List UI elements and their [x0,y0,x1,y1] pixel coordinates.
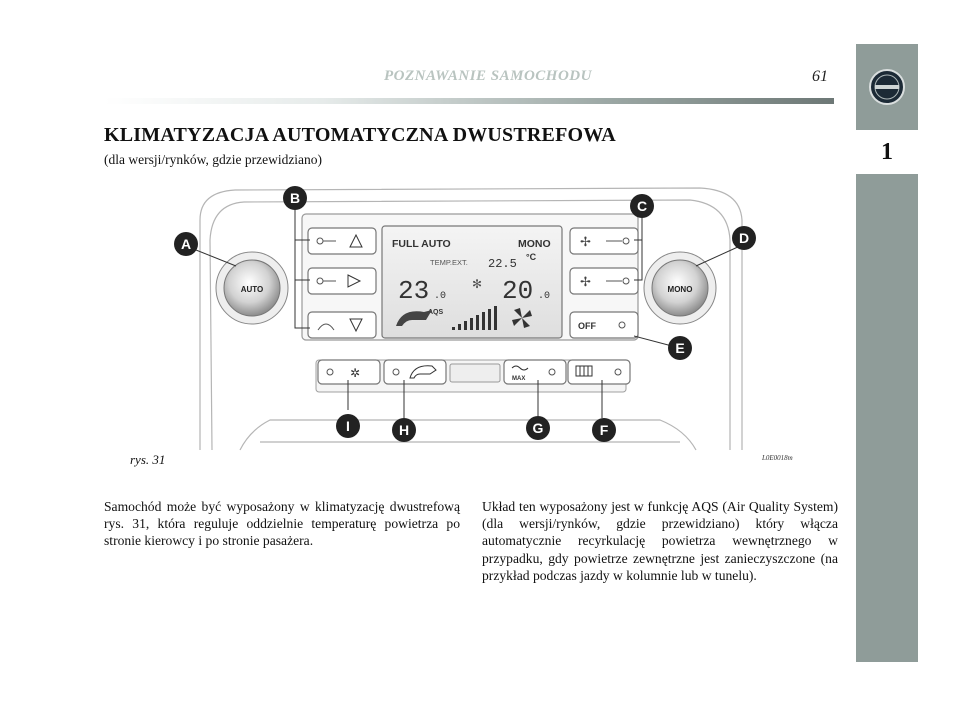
svg-text:✢: ✢ [580,235,591,250]
callout-d: D [739,230,749,246]
running-header: POZNAWANIE SAMOCHODU [384,68,592,84]
right-fan-buttons[interactable]: ✢ ✢ OFF [569,227,639,339]
max-button-label: MAX [512,376,525,382]
callout-e: E [675,340,684,356]
display-full-auto: FULL AUTO [392,238,451,250]
console-outline [199,187,743,451]
figure-code: L0E0018m [762,454,793,462]
callout-i: I [346,418,350,434]
display-aqs: AQS [428,309,444,316]
display-left-temp: 23 [398,276,429,306]
mono-knob[interactable]: MONO [643,251,717,325]
display-temp-ext-value: 22.5 [488,257,517,271]
callout-c: C [637,198,647,214]
svg-text:✢: ✢ [580,275,591,290]
auto-knob[interactable]: AUTO [215,251,289,325]
callout-b: B [290,190,300,206]
fan-speed-bars [452,306,497,330]
climate-panel-figure: FULL AUTO MONO TEMP.EXT. 22.5 °C 23 .0 ✻… [174,186,756,451]
callout-h: H [399,422,409,438]
chapter-number: 1 [856,132,918,172]
callout-badges: A B C D E F G H I [174,186,756,442]
display-right-temp: 20 [502,276,533,306]
svg-text:✲: ✲ [350,366,360,380]
page-number: 61 [812,68,828,85]
section-title: KLIMATYZACJA AUTOMATYCZNA DWUSTREFOWA [104,124,616,146]
bottom-buttons[interactable]: ✲ MAX [317,359,631,385]
fan-icon [512,308,532,328]
left-temp-buttons[interactable] [307,227,377,339]
lancia-logo-icon [856,44,918,130]
callout-a: A [181,236,191,252]
header-rule [104,98,834,104]
mono-knob-label: MONO [668,285,693,294]
display-left-temp-decimal: .0 [434,291,446,302]
body-text-left: Samochód może być wyposażony w klimatyza… [104,499,460,549]
section-subtitle: (dla wersji/rynków, gdzie przewidziano) [104,152,323,167]
display-temp-unit: °C [526,252,537,262]
display-temp-ext-label: TEMP.EXT. [430,258,468,267]
snowflake-icon: ✻ [472,277,482,291]
figure-caption: rys. 31 [130,452,166,467]
off-button-label: OFF [578,321,596,331]
auto-knob-label: AUTO [241,285,264,294]
display-mono: MONO [518,238,551,250]
callout-f: F [600,422,609,438]
body-text-right: Układ ten wyposażony jest w funkcję AQS … [482,499,838,583]
recirculation-icon [396,310,432,326]
callout-g: G [533,420,544,436]
display-right-temp-decimal: .0 [538,291,550,302]
